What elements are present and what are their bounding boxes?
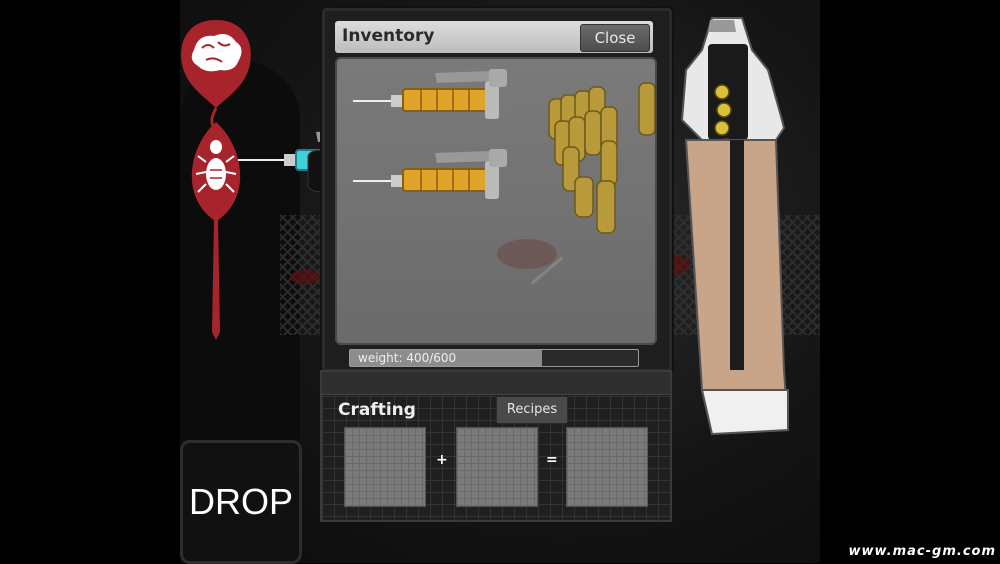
inventory-title: Inventory — [342, 26, 435, 46]
inventory-panel: Inventory Close — [322, 8, 672, 372]
inventory-header: Inventory Close — [335, 21, 653, 53]
weight-label: weight: 400/600 — [358, 351, 457, 365]
syringe-icon — [353, 149, 507, 199]
recipes-button[interactable]: Recipes — [496, 396, 568, 424]
craft-slot-input-2[interactable] — [456, 427, 538, 507]
inventory-grid[interactable] — [335, 57, 657, 345]
crafting-title: Crafting — [338, 400, 416, 420]
close-button[interactable]: Close — [580, 24, 650, 52]
ammo-stack-item[interactable] — [545, 81, 655, 237]
stomach-bug-icon — [191, 122, 241, 222]
syringe-item[interactable] — [351, 67, 511, 127]
health-status-figure — [181, 20, 251, 340]
craft-slot-input-1[interactable] — [344, 427, 426, 507]
syringe-icon — [353, 69, 507, 119]
watermark: www.mac-gm.com — [848, 544, 996, 559]
craft-equals: = — [546, 452, 558, 468]
crafting-panel: Crafting Recipes + = — [320, 370, 672, 522]
bullet-icon — [548, 82, 655, 234]
weight-bar: weight: 400/600 — [349, 349, 639, 367]
health-tail — [212, 220, 220, 340]
craft-plus: + — [436, 452, 448, 468]
drop-button[interactable]: DROP — [180, 440, 302, 564]
crafting-divider — [322, 372, 670, 395]
brain-icon — [181, 20, 251, 108]
syringe-item[interactable] — [351, 147, 511, 207]
blood-splatter — [497, 239, 557, 269]
weight-fill — [350, 350, 542, 366]
drop-label: DROP — [188, 481, 293, 522]
blood-splatter — [290, 270, 320, 284]
craft-slot-output[interactable] — [566, 427, 648, 507]
held-weapon — [680, 17, 790, 436]
